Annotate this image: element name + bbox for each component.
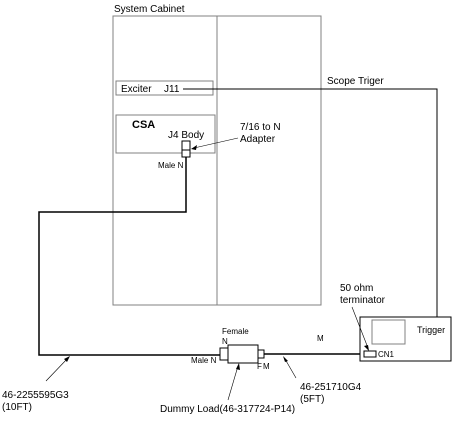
female-label: Female: [222, 327, 249, 336]
dummy-load: Female N Male N F M Dummy Load(46-317724…: [160, 327, 295, 415]
right-cable-length-label: (5FT): [300, 394, 324, 405]
dummy-load-body: [227, 344, 259, 364]
adapter-pointer: [193, 137, 239, 149]
dummy-load-pointer: [227, 365, 239, 401]
male-n-bottom-label: Male N: [191, 356, 217, 365]
adapter-body: [181, 140, 191, 158]
dummy-load-label: Dummy Load(46-317724-P14): [160, 404, 295, 415]
system-cabinet: System Cabinet: [112, 4, 322, 306]
adapter-label-line2: Adapter: [240, 134, 276, 145]
csa-outline: [115, 114, 216, 154]
right-cable-callout: 46-251710G4 (5FT): [283, 356, 362, 405]
scope-trigger-label: Scope Triger: [327, 76, 384, 87]
j4-body-label: J4 Body: [168, 130, 204, 141]
csa-label: CSA: [132, 119, 155, 131]
left-cable-part-label: 46-2255595G3: [2, 390, 69, 401]
adapter-pointer-arrowhead: [191, 145, 197, 150]
scope-trigger-cable: [183, 88, 438, 320]
terminator-pointer-arrowhead: [364, 345, 369, 351]
f-label: F: [257, 362, 262, 371]
m-mid-label: M: [317, 334, 324, 343]
cn1-connector: [363, 350, 377, 358]
system-cabinet-label: System Cabinet: [114, 4, 185, 15]
trigger-label: Trigger: [417, 325, 445, 335]
male-n-top-label: Male N: [158, 161, 184, 170]
j11-label: J11: [164, 84, 180, 95]
m-label: M: [263, 362, 270, 371]
terminator-callout: 50 ohm terminator: [340, 283, 386, 351]
exciter-outline: [115, 80, 214, 96]
csa-panel: CSA J4 Body: [115, 114, 216, 154]
left-cable-callout: 46-2255595G3 (10FT): [2, 356, 70, 413]
left-cable-pointer-arrowhead: [64, 356, 70, 362]
terminator-label-line2: terminator: [340, 295, 386, 306]
left-cable: [38, 157, 228, 356]
dummy-load-pointer-arrowhead: [236, 363, 240, 370]
terminator-pointer: [351, 306, 369, 349]
terminator-label-line1: 50 ohm: [340, 283, 373, 294]
dummy-load-left-connector: [219, 347, 229, 361]
right-cable-part-label: 46-251710G4: [300, 382, 362, 393]
left-cable-length-label: (10FT): [2, 402, 32, 413]
n-left-label: N: [222, 337, 228, 346]
exciter-label: Exciter: [121, 84, 152, 95]
left-cable-pointer: [45, 357, 69, 382]
exciter-panel: Exciter J11: [115, 80, 214, 96]
right-cable-pointer: [284, 358, 297, 379]
dummy-load-right-connector: [257, 349, 265, 359]
adapter-label-line1: 7/16 to N: [240, 122, 281, 133]
scope-screen: [371, 319, 406, 345]
oscilloscope: Trigger CN1: [359, 316, 452, 362]
cn1-label: CN1: [378, 350, 395, 359]
right-cable-pointer-arrowhead: [283, 356, 288, 362]
